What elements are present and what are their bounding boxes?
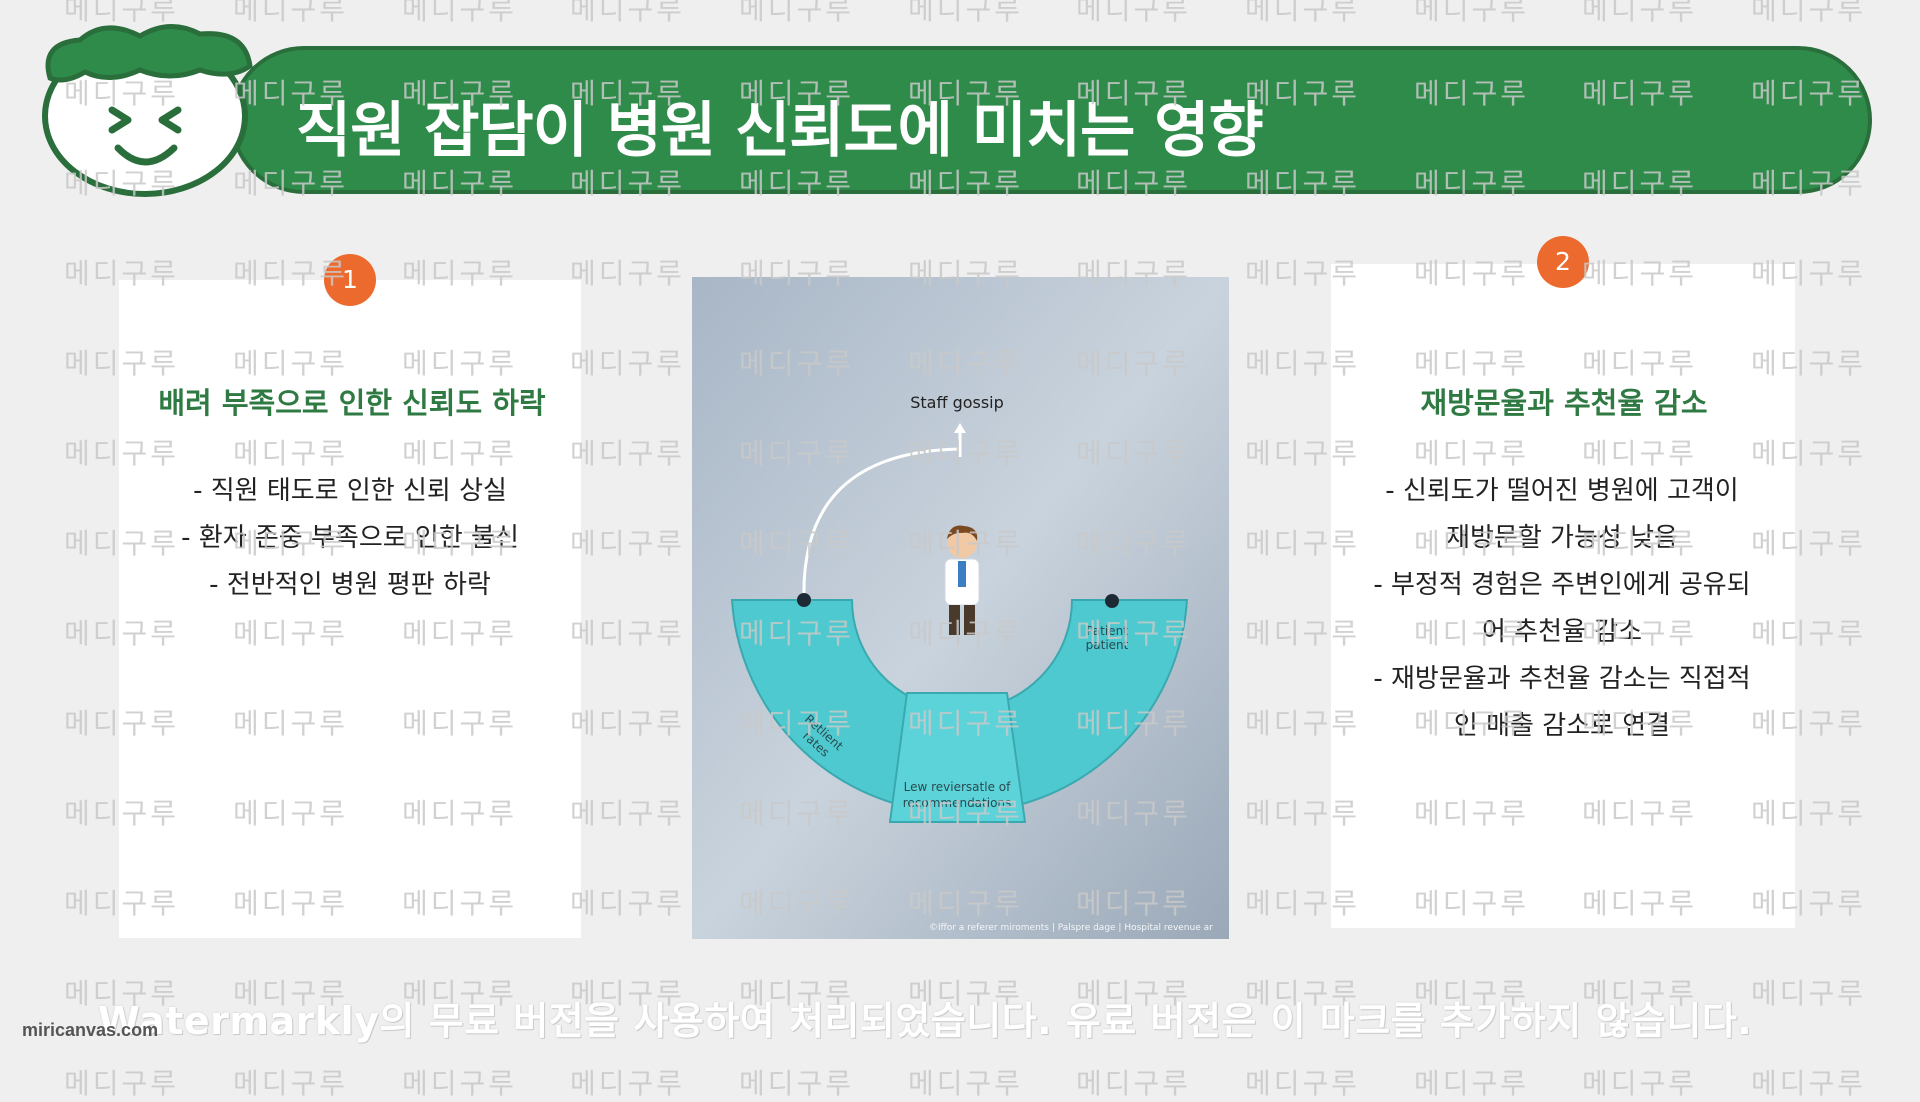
right-card-list: - 신뢰도가 떨어진 병원에 고객이 재방문할 가능성 낮음 - 부정적 경험은… — [1262, 468, 1862, 750]
badge-1: 1 — [324, 254, 376, 306]
left-card-list: - 직원 태도로 인한 신뢰 상실 - 환자 존중 부족으로 인한 불신 - 전… — [50, 468, 650, 609]
watermark-notice: Watermarkly의 무료 버전을 사용하여 처리되었습니다. 유료 버전은… — [98, 999, 1753, 1043]
badge-2: 2 — [1537, 236, 1589, 288]
label-recommendations-1: Lew reviersatle of — [904, 780, 1011, 794]
right-card-line: - 부정적 경험은 주변인에게 공유되 — [1373, 570, 1751, 600]
left-card-line: - 환자 존중 부족으로 인한 불신 — [181, 523, 519, 553]
mascot-face-icon — [42, 23, 253, 197]
label-staff-gossip: Staff gossip — [910, 393, 1004, 412]
right-card-line: - 재방문율과 추천율 감소는 직접적 — [1373, 664, 1751, 694]
label-recommendations-2: recommendations — [903, 796, 1012, 810]
watermark-tile: 메디구루 — [570, 617, 686, 650]
watermark-tile: 메디구루 — [570, 437, 686, 470]
watermark-tile: 메디구루 — [1751, 977, 1867, 1010]
watermark-tile: 메디구루 — [1414, 0, 1530, 26]
watermark-tile: 메디구루 — [1076, 1067, 1192, 1100]
label-patient-1: Patient — [1086, 624, 1128, 638]
watermark-tile: 메디구루 — [739, 0, 855, 26]
watermark-tile: 메디구루 — [1414, 1067, 1530, 1100]
right-card-line: 재방문할 가능성 낮음 — [1446, 523, 1678, 553]
right-card-line: 어 추천율 감소 — [1481, 617, 1643, 647]
left-card-heading: 배려 부족으로 인한 신뢰도 하락 — [158, 386, 546, 420]
watermark-tile: 메디구루 — [570, 887, 686, 920]
watermark-tile: 메디구루 — [570, 257, 686, 290]
title-banner — [230, 46, 1872, 194]
watermark-tile: 메디구루 — [1751, 0, 1867, 26]
left-card — [119, 280, 581, 938]
doctor-figure-icon — [944, 525, 980, 635]
right-card-line: 인 매출 감소로 연결 — [1453, 711, 1671, 741]
watermark-tile: 메디구루 — [570, 1067, 686, 1100]
node-right-dot — [1105, 594, 1119, 608]
watermark-tile: 메디구루 — [570, 0, 686, 26]
node-left-dot — [797, 593, 811, 607]
watermark-tile: 메디구루 — [233, 1067, 349, 1100]
watermark-tile: 메디구루 — [1245, 1067, 1361, 1100]
watermark-tile: 메디구루 — [1582, 0, 1698, 26]
watermark-tile: 메디구루 — [908, 0, 1024, 26]
illustration-footer: ©lffor a referer miroments | Palspre dag… — [929, 923, 1213, 933]
watermark-tile: 메디구루 — [570, 707, 686, 740]
label-patient-2: patient — [1086, 638, 1129, 652]
watermark-tile: 메디구루 — [570, 347, 686, 380]
right-card-heading: 재방문율과 추천율 감소 — [1420, 386, 1708, 420]
watermark-tile: 메디구루 — [402, 1067, 518, 1100]
teal-center-panel — [888, 692, 1027, 823]
watermark-tile: 메디구루 — [1582, 1067, 1698, 1100]
watermark-tile: 메디구루 — [1076, 0, 1192, 26]
staff-gossip-illustration: Staff gossip Patient patient Retlient ra… — [692, 277, 1229, 939]
gossip-arrow — [802, 447, 961, 601]
watermark-tile: 메디구루 — [570, 797, 686, 830]
watermark-tile: 메디구루 — [1751, 1067, 1867, 1100]
right-card-line: - 신뢰도가 떨어진 병원에 고객이 — [1385, 476, 1739, 506]
watermark-tile: 메디구루 — [402, 0, 518, 26]
watermark-tile: 메디구루 — [1245, 0, 1361, 26]
watermark-tile: 메디구루 — [908, 1067, 1024, 1100]
watermark-tile: 메디구루 — [64, 1067, 180, 1100]
left-card-line: - 전반적인 병원 평판 하락 — [209, 570, 491, 600]
left-card-line: - 직원 태도로 인한 신뢰 상실 — [193, 476, 507, 506]
slide-title: 직원 잡담이 병원 신뢰도에 미치는 영향 — [296, 96, 1264, 166]
brand-label: miricanvas.com — [22, 1020, 159, 1040]
right-card — [1331, 264, 1795, 928]
watermark-tile: 메디구루 — [739, 1067, 855, 1100]
